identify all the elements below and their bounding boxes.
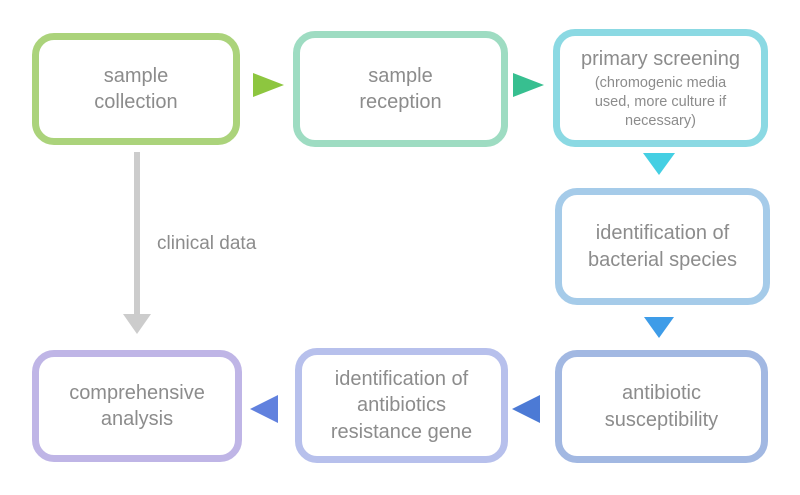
node-antibiotics-resistance-gene-label: identification of antibiotics resistance… [330, 367, 473, 443]
node-sample-collection-label: sample collection [94, 64, 178, 113]
arrow-collection-to-reception-icon [253, 73, 284, 97]
node-comprehensive-analysis-label: comprehensive analysis [69, 381, 205, 430]
arrow-susceptibility-to-gene-icon [512, 395, 540, 423]
node-primary-screening: primary screening (chromogenic media use… [553, 29, 768, 147]
node-comprehensive-analysis: comprehensive analysis [32, 350, 242, 462]
node-antibiotic-susceptibility: antibiotic susceptibility [555, 350, 768, 463]
arrow-reception-to-screening-icon [513, 73, 544, 97]
clinical-data-arrow-line [134, 152, 140, 314]
node-antibiotics-resistance-gene: identification of antibiotics resistance… [295, 348, 508, 463]
node-sample-reception-label: sample reception [359, 64, 442, 113]
node-identification-bacterial-species: identification of bacterial species [555, 188, 770, 305]
node-antibiotic-susceptibility-label: antibiotic susceptibility [604, 382, 719, 431]
node-primary-screening-note: (chromogenic media used, more culture if… [594, 74, 727, 129]
arrow-species-to-susceptibility-icon [644, 317, 674, 338]
arrow-gene-to-analysis-icon [250, 395, 278, 423]
node-primary-screening-label: primary screening [581, 47, 740, 70]
arrow-screening-to-species-icon [643, 153, 675, 175]
node-sample-collection: sample collection [32, 33, 240, 145]
node-sample-reception: sample reception [293, 31, 508, 147]
node-identification-bacterial-species-label: identification of bacterial species [588, 222, 737, 271]
clinical-data-arrow-head-icon [123, 314, 151, 334]
clinical-data-label: clinical data [157, 233, 257, 254]
